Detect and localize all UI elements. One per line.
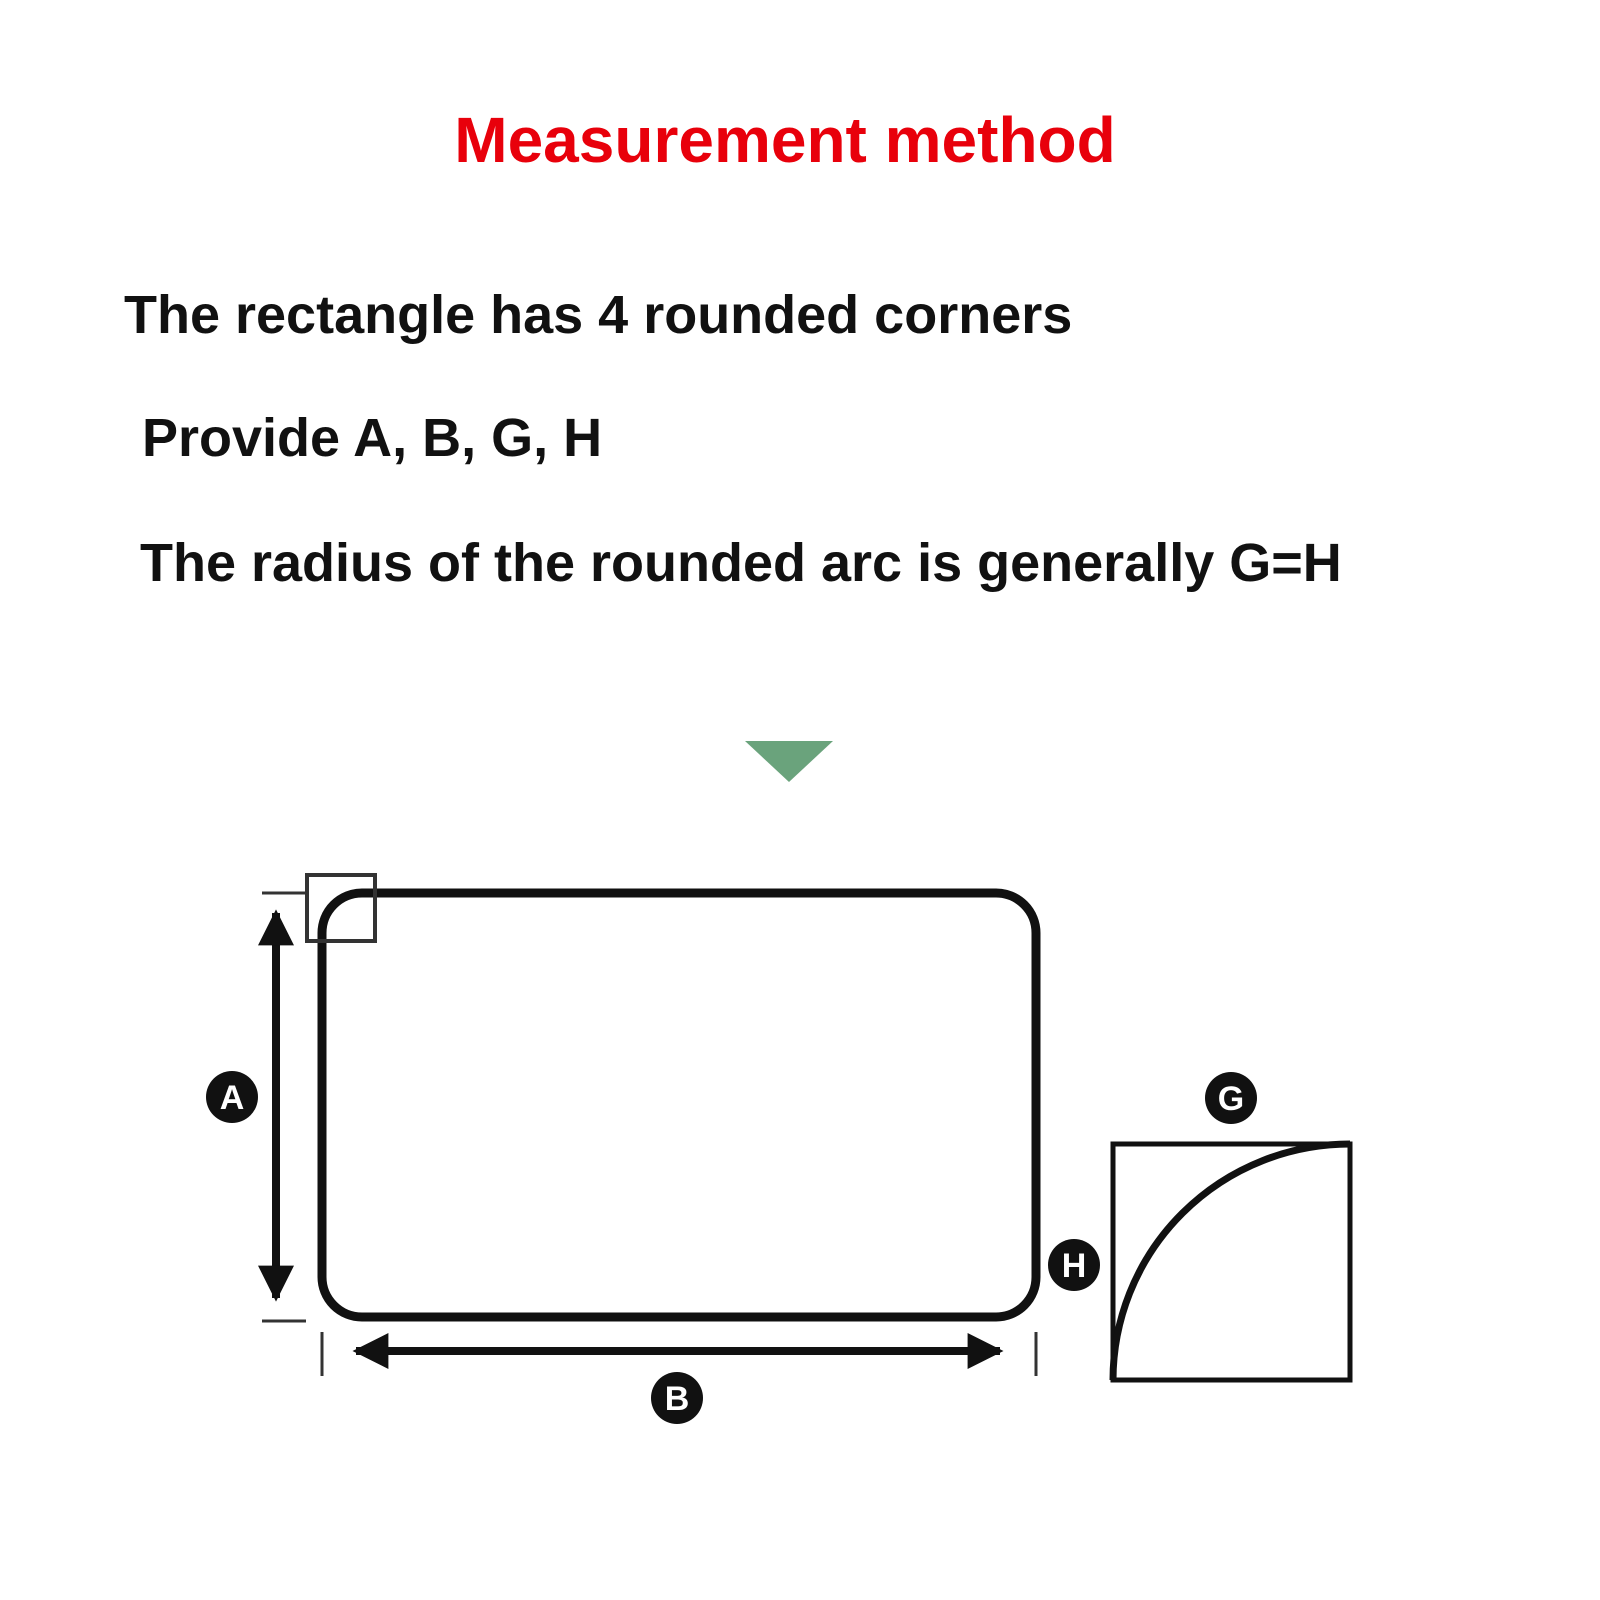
label-a: A bbox=[220, 1079, 245, 1117]
instruction-radius-rule: The radius of the rounded arc is general… bbox=[140, 533, 1342, 593]
dimension-b bbox=[320, 1332, 1038, 1376]
label-b: B bbox=[665, 1380, 690, 1418]
instruction-provide-dimensions: Provide A, B, G, H bbox=[142, 408, 603, 468]
down-triangle-icon bbox=[745, 741, 833, 782]
label-h: H bbox=[1062, 1247, 1087, 1285]
corner-highlight-box bbox=[305, 873, 377, 943]
label-a-badge: A bbox=[206, 1071, 258, 1123]
page-title: Measurement method bbox=[454, 104, 1116, 176]
instruction-rounded-corners: The rectangle has 4 rounded corners bbox=[124, 285, 1073, 345]
label-g: G bbox=[1218, 1080, 1244, 1118]
rounded-rectangle bbox=[317, 888, 1041, 1322]
label-g-badge: G bbox=[1205, 1072, 1257, 1124]
label-b-badge: B bbox=[651, 1372, 703, 1424]
label-h-badge: H bbox=[1048, 1239, 1100, 1291]
corner-detail bbox=[1109, 1140, 1353, 1383]
dimension-a bbox=[258, 891, 306, 1323]
